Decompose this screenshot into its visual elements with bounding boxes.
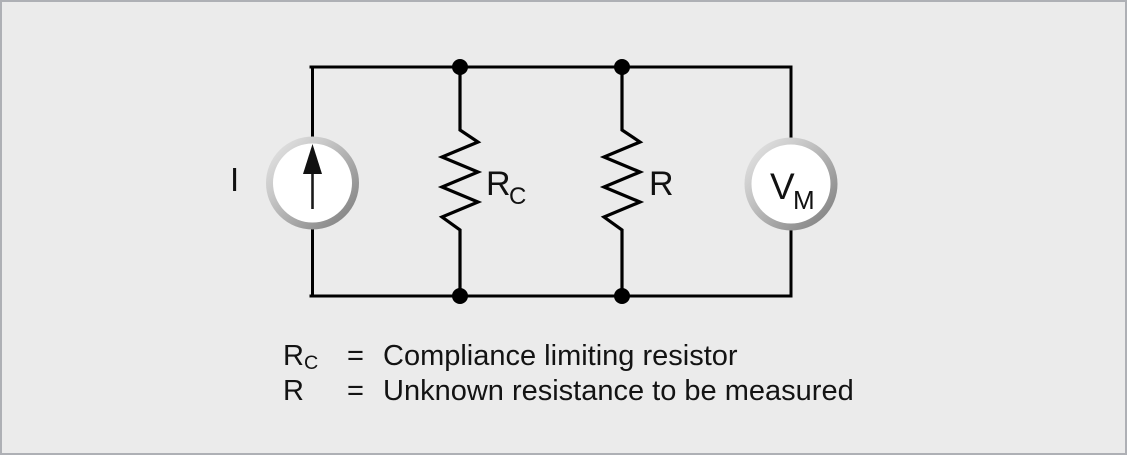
resistor-rc	[437, 67, 483, 296]
legend-row-rc: RC = Compliance limiting resistor	[283, 339, 854, 374]
legend-symbol: R	[283, 375, 304, 407]
junction-dot	[452, 288, 468, 304]
legend-symbol: RC	[283, 340, 319, 375]
rc-label-subscript: C	[509, 183, 526, 210]
r-label: R	[649, 165, 674, 203]
legend-row-r: R = Unknown resistance to be measured	[283, 374, 854, 409]
legend-symbol-subscript: C	[303, 352, 319, 375]
voltmeter-label-subscript: M	[793, 185, 815, 215]
junction-dot	[452, 59, 468, 75]
legend-description: Compliance limiting resistor	[383, 340, 738, 372]
rc-label: R	[486, 165, 511, 203]
resistor-r	[599, 67, 645, 296]
junction-dot	[614, 59, 630, 75]
voltmeter-label: V	[770, 166, 795, 207]
legend-equals: =	[347, 375, 364, 407]
junction-dot	[614, 288, 630, 304]
current-arrow-icon	[303, 144, 322, 209]
current-source	[266, 136, 359, 230]
legend-equals: =	[347, 340, 364, 372]
current-source-label: I	[230, 161, 239, 198]
legend-description: Unknown resistance to be measured	[383, 375, 854, 407]
voltmeter: V M	[744, 137, 838, 231]
voltmeter-circle	[744, 137, 838, 231]
legend: RC = Compliance limiting resistor R = Un…	[283, 339, 854, 409]
